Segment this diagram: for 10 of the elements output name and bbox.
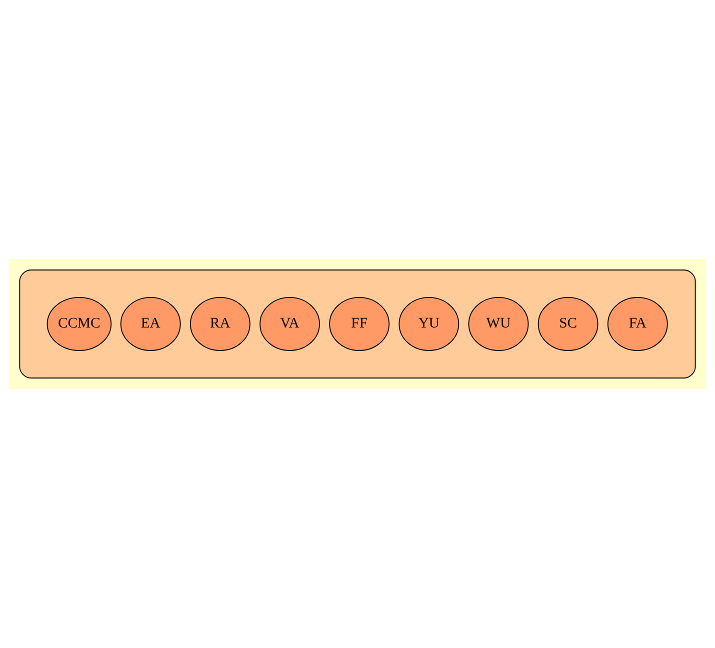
node-ellipse: FF	[329, 297, 390, 351]
cluster	[19, 270, 696, 378]
node-ellipse: FA	[607, 297, 668, 351]
node-ellipse: WU	[468, 297, 529, 351]
node-ellipse: SC	[538, 297, 598, 351]
node-ellipse: YU	[398, 297, 460, 351]
node-ellipse: VA	[260, 297, 320, 351]
node-ellipse: CCMC	[46, 297, 112, 351]
node-ellipse: EA	[120, 297, 181, 351]
node-ellipse: RA	[190, 297, 250, 351]
